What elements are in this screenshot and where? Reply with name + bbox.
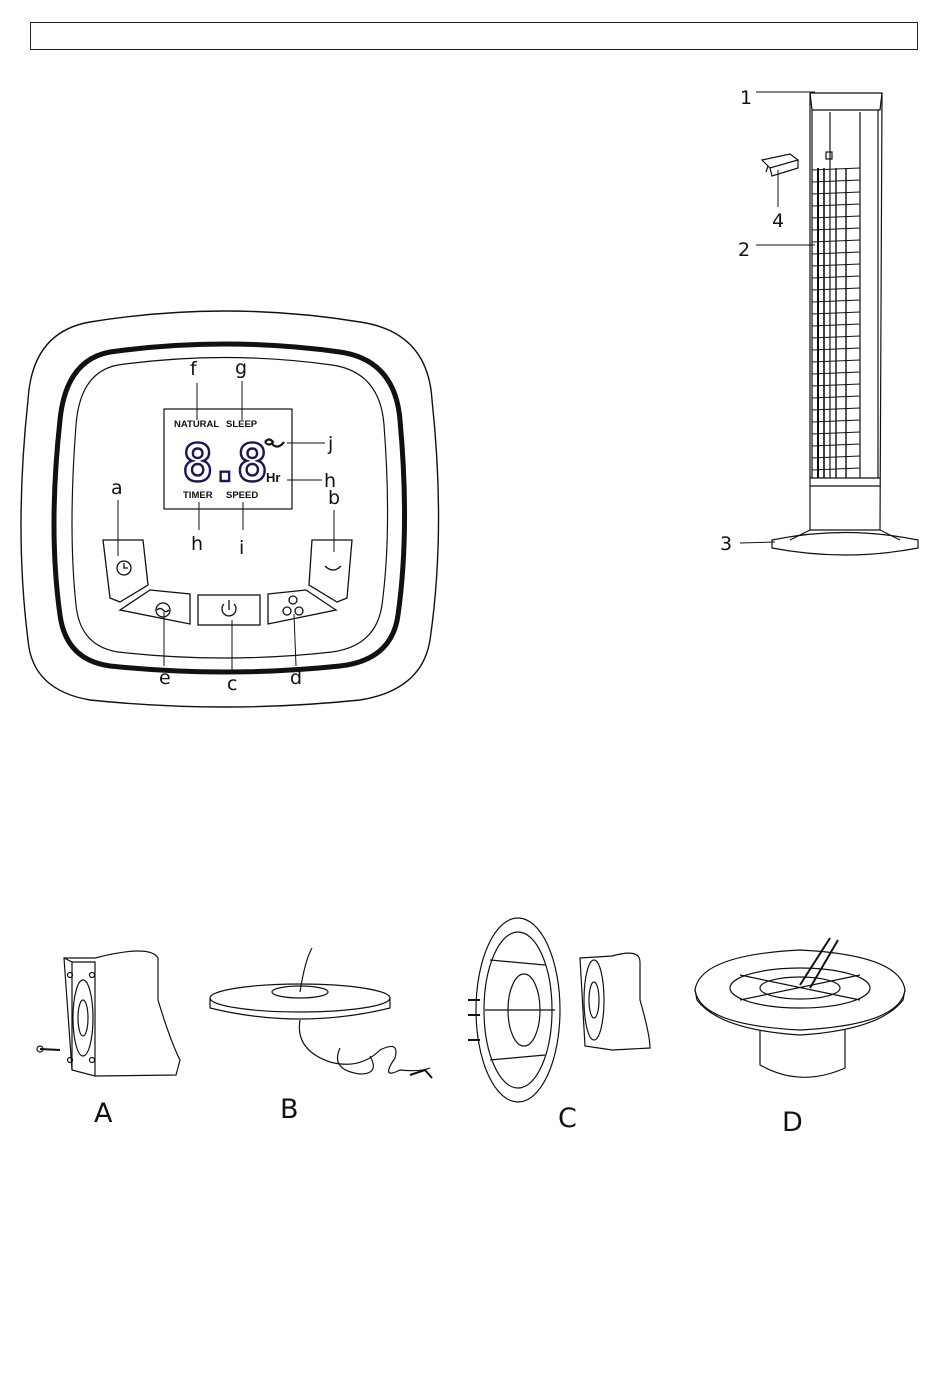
assembly-step-b-drawing bbox=[210, 948, 432, 1078]
step-a-label: A bbox=[94, 1098, 113, 1129]
tower-base bbox=[772, 533, 918, 556]
fan-icon bbox=[283, 596, 303, 615]
callout-h-bottom: h bbox=[191, 533, 203, 555]
assembly-step-c-drawing bbox=[468, 918, 650, 1102]
sleep-button[interactable] bbox=[309, 540, 352, 602]
callout-1: 1 bbox=[740, 87, 752, 109]
callout-4: 4 bbox=[772, 210, 784, 232]
callout-d: d bbox=[290, 667, 302, 689]
assembly-step-a-drawing bbox=[37, 951, 180, 1076]
lcd-display: NATURAL SLEEP TIMER SPEED Hr 8.8 bbox=[164, 409, 292, 509]
power-button[interactable] bbox=[198, 595, 260, 625]
clock-hands bbox=[124, 563, 128, 568]
callout-e: e bbox=[159, 667, 171, 689]
timer-button[interactable] bbox=[103, 540, 148, 602]
sleep-icon bbox=[325, 566, 341, 570]
callout-j: j bbox=[327, 433, 333, 455]
step-b-label: B bbox=[280, 1094, 299, 1125]
lcd-digits: 8.8 bbox=[182, 434, 266, 494]
lcd-sleep-label: SLEEP bbox=[226, 419, 258, 430]
step-d-label: D bbox=[782, 1107, 803, 1138]
lcd-natural-label: NATURAL bbox=[174, 419, 219, 430]
callout-3: 3 bbox=[720, 533, 732, 555]
callout-a: a bbox=[111, 477, 123, 499]
callout-g: g bbox=[235, 357, 247, 379]
tower-grille bbox=[812, 168, 860, 478]
tower-callout-lines bbox=[740, 92, 815, 543]
remote-control-icon bbox=[762, 154, 798, 176]
natural-wind-icon bbox=[265, 440, 284, 447]
step-c-label: C bbox=[558, 1103, 577, 1134]
tower-fan bbox=[762, 93, 918, 555]
callout-b: b bbox=[328, 487, 340, 509]
assembly-step-d-drawing bbox=[695, 938, 905, 1077]
callout-c: c bbox=[227, 673, 237, 695]
panel-buttons bbox=[103, 540, 352, 625]
callout-i: i bbox=[239, 537, 244, 559]
callout-f: f bbox=[190, 358, 198, 380]
callout-2: 2 bbox=[738, 239, 750, 261]
lcd-hr-label: Hr bbox=[266, 470, 280, 485]
